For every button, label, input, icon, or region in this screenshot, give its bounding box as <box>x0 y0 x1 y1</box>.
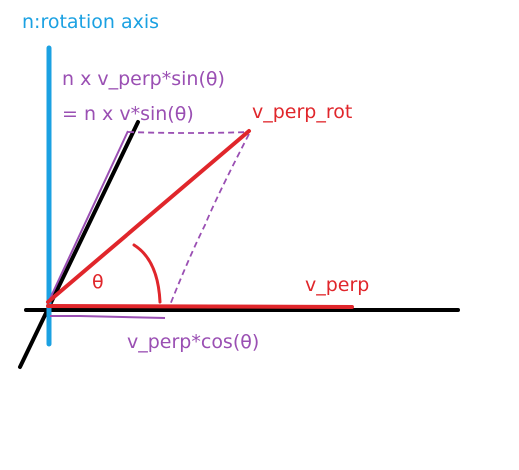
cos-projection-line <box>50 315 166 319</box>
projection-dashed-vertical <box>169 133 250 306</box>
theta-angle-arc <box>132 243 162 304</box>
theta-label: θ <box>92 271 104 293</box>
v-perp-rot-label: v_perp_rot <box>252 101 353 123</box>
v-perp-rot-vector <box>46 129 251 304</box>
v-perp-label: v_perp <box>305 274 370 296</box>
cross-sin-label-line2: = n x v*sin(θ) <box>62 103 194 125</box>
cross-sin-label-line1: n x v_perp*sin(θ) <box>62 68 225 90</box>
cos-projection-label: v_perp*cos(θ) <box>127 331 260 353</box>
cross-product-vector <box>47 130 129 304</box>
projection-dashed-top <box>127 131 251 134</box>
rotation-axis-label: n:rotation axis <box>22 11 160 33</box>
v-perp-vector <box>46 304 354 309</box>
slanted-axis-line <box>18 120 140 369</box>
